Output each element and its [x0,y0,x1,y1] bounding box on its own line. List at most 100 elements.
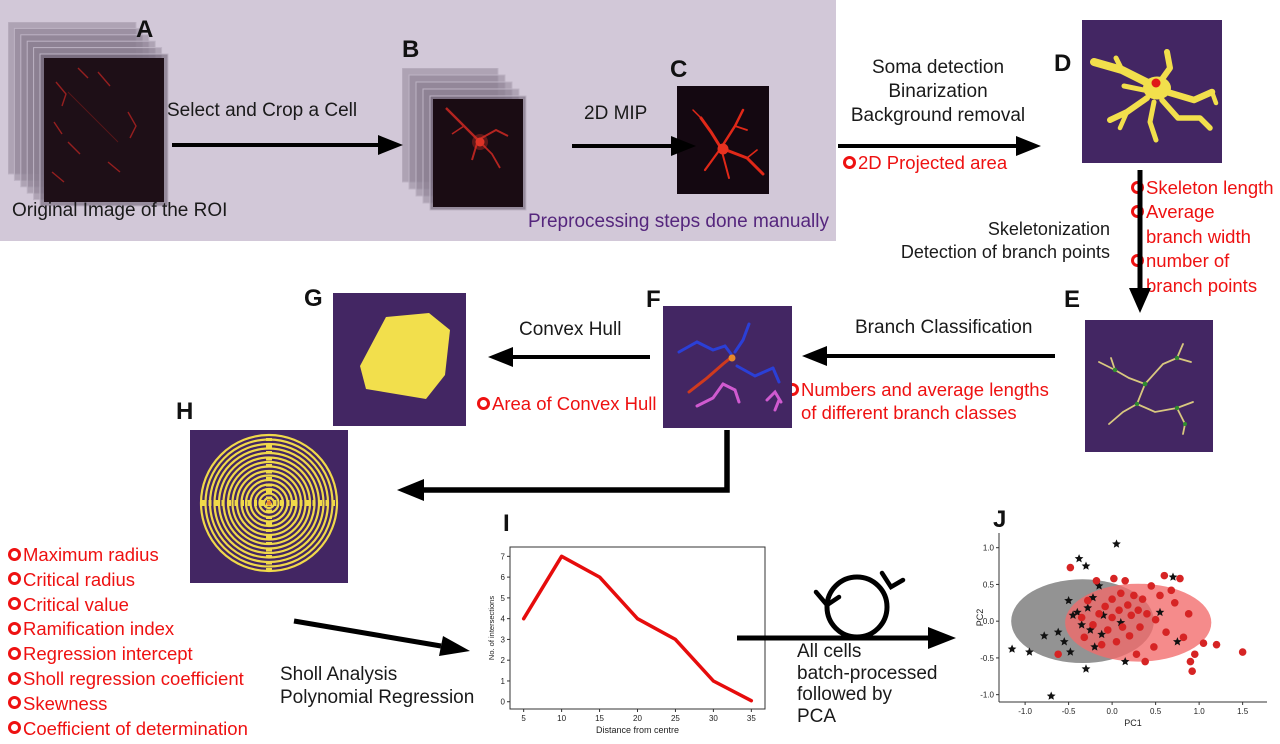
panel-g-image [333,293,466,426]
sholl-analysis-line: Sholl Analysis [280,664,398,685]
panel-d-label: D [1054,50,1072,77]
sholl-step-text: Sholl Analysis Polynomial Regression [280,663,474,709]
panel-f-image [663,306,792,428]
preprocessing-caption: Preprocessing steps done manually [527,211,829,232]
metric-label: Critical value [23,593,129,615]
select-crop-label: Select and Crop a Cell [167,100,358,121]
svg-text:1.5: 1.5 [1237,707,1249,716]
svg-text:Distance from centre: Distance from centre [596,725,679,735]
bullet-icon [8,671,21,685]
svg-text:0: 0 [501,698,506,707]
svg-text:5: 5 [501,594,506,603]
metric-label: Skewness [23,692,108,714]
panel-a-label: A [136,16,154,43]
soma-step-text: Soma detection Binarization Background r… [838,56,1038,128]
svg-text:-0.5: -0.5 [980,654,994,663]
output-label: Numbers and average lengths [801,379,1049,400]
convex-hull-output: Area of Convex Hull [477,393,657,415]
list-item: branch width [1131,225,1274,249]
panel-c-label: C [670,56,688,83]
svg-text:-1.0: -1.0 [1018,707,1032,716]
panel-b-label: B [402,36,420,63]
list-item: of different branch classes [786,401,1049,424]
panel-e-label: E [1064,286,1081,313]
svg-text:PC2: PC2 [975,609,985,627]
loop-barb-icon [813,589,842,608]
svg-text:-0.5: -0.5 [1062,707,1076,716]
list-item: Numbers and average lengths [786,378,1049,401]
output-label: number of [1146,250,1230,272]
arrow-convex-hull [488,347,650,367]
svg-text:-1.0: -1.0 [980,691,994,700]
list-item: Skewness [8,692,248,717]
panel-d-image [1082,20,1222,163]
bullet-icon [8,547,21,561]
bullet-icon [1131,180,1144,194]
loop-icon [824,574,890,640]
convex-hull-label: Convex Hull [519,319,622,340]
svg-text:6: 6 [501,573,506,582]
output-label: Skeleton length [1146,177,1274,198]
background-removal-line: Background removal [850,105,1026,126]
panel-h-label: H [176,398,194,425]
svg-text:1.0: 1.0 [1194,707,1206,716]
svg-text:35: 35 [747,714,756,723]
list-item: Regression intercept [8,642,248,667]
bullet-icon [8,622,21,635]
sholl-metrics-list: Maximum radius Critical radius Critical … [8,543,248,741]
panel-g-label: G [304,285,323,312]
svg-text:1: 1 [501,677,506,686]
polynomial-regression-line: Polynomial Regression [280,687,475,708]
svg-text:30: 30 [709,714,718,723]
list-item: number of [1131,249,1274,273]
bullet-icon [8,597,21,611]
arrow-f-to-h-elbow [397,430,730,501]
svg-text:No. of intersections: No. of intersections [488,596,496,660]
list-item: Sholl regression coefficient [8,667,248,692]
panel-f-label: F [646,286,661,313]
batch-processed-line: batch-processed [797,662,938,684]
batch-step-text: All cells batch-processed followed by PC… [797,641,937,727]
svg-text:7: 7 [501,552,506,561]
metric-label: Critical radius [23,568,136,590]
branch-outputs: Numbers and average lengths of different… [786,378,1049,424]
bullet-icon [477,396,490,410]
svg-text:10: 10 [557,714,566,723]
bullet-icon [1131,253,1144,267]
panel-e-image [1085,320,1213,452]
list-item: Ramification index [8,617,248,642]
pca-line: PCA [797,705,837,727]
loop-barb-icon [879,570,906,591]
skeletonization-step-text: Skeletonization Detection of branch poin… [850,218,1110,264]
metric-label: Coefficient of determination [23,717,248,739]
metric-label: Sholl regression coefficient [23,667,244,689]
bullet-icon [8,721,21,735]
bullet-icon [1131,205,1144,219]
panel-h-image [190,430,348,583]
svg-text:4: 4 [501,615,506,624]
skeleton-outputs-list: Skeleton length Average branch width num… [1131,176,1274,298]
soma-detection-line: Soma detection [871,57,1005,78]
svg-text:20: 20 [633,714,642,723]
output-label: Average [1146,201,1215,223]
panel-j-label: J [993,506,1007,533]
output-label: branch points [1146,274,1258,296]
list-item: Critical value [8,593,248,618]
binarization-line: Binarization [888,81,988,102]
svg-text:0.0: 0.0 [983,617,995,626]
panel-a-image [8,22,169,207]
list-item: Maximum radius [8,543,248,568]
output-label: branch width [1146,225,1251,247]
metric-label: Regression intercept [23,643,193,665]
branch-classification-label: Branch Classification [855,317,1033,338]
svg-text:0.5: 0.5 [983,580,995,589]
output-label: Area of Convex Hull [492,393,657,414]
output-label: of different branch classes [801,402,1017,423]
svg-text:5: 5 [521,714,526,723]
panel-i-label: I [503,510,510,537]
followed-by-line: followed by [797,684,893,705]
svg-text:0.5: 0.5 [1150,707,1162,716]
